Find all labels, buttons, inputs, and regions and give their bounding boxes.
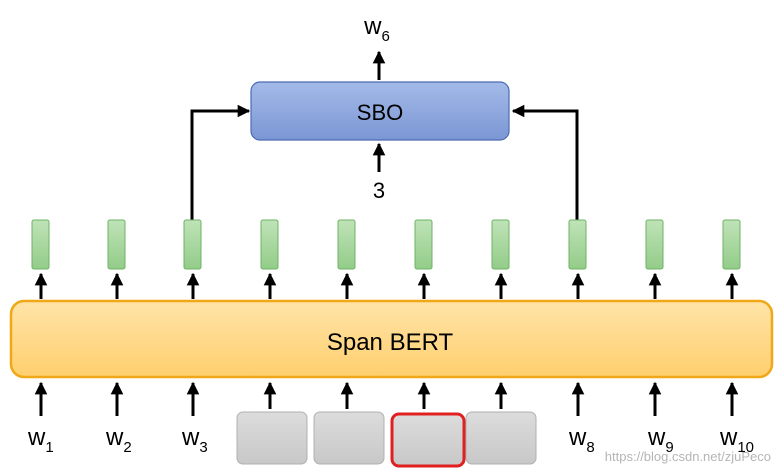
input-word-3: w3 — [181, 424, 208, 456]
hidden-state-2 — [107, 219, 126, 270]
input-word-9: w9 — [647, 424, 674, 456]
input-word-1: w1 — [27, 424, 54, 456]
hidden-state-6 — [414, 219, 433, 270]
hidden-states — [31, 219, 741, 270]
right-boundary-arrow — [511, 104, 579, 220]
input-word-10: w10 — [719, 424, 754, 456]
masked-token-1 — [236, 411, 308, 465]
watermark: https://blog.csdn.net/zjuPeco — [605, 449, 771, 464]
masked-token-4 — [465, 411, 537, 465]
hidden-state-1 — [31, 219, 50, 270]
hidden-state-3 — [183, 219, 202, 270]
hidden-state-9 — [645, 219, 664, 270]
output-word-label: w6 — [363, 13, 390, 45]
hidden-state-8 — [568, 219, 587, 270]
hidden-state-10 — [722, 219, 741, 270]
span-bert-label: Span BERT — [327, 329, 454, 356]
left-boundary-arrow — [190, 104, 251, 220]
input-word-2: w2 — [105, 424, 132, 456]
sbo-label: SBO — [357, 100, 403, 125]
hidden-state-7 — [491, 219, 510, 270]
hidden-state-4 — [260, 219, 279, 270]
masked-token-3-highlighted — [390, 412, 466, 468]
input-words: w1 w2 w3 w8 w9 w10 — [27, 424, 754, 456]
input-word-8: w8 — [568, 424, 595, 456]
position-label: 3 — [373, 178, 385, 203]
masked-token-2 — [313, 411, 385, 465]
hidden-state-5 — [337, 219, 356, 270]
span-bert-box — [9, 299, 774, 379]
masked-span — [236, 411, 537, 468]
bert-to-hidden-arrows — [34, 272, 739, 299]
input-arrows — [34, 381, 739, 416]
sbo-box — [250, 81, 510, 141]
